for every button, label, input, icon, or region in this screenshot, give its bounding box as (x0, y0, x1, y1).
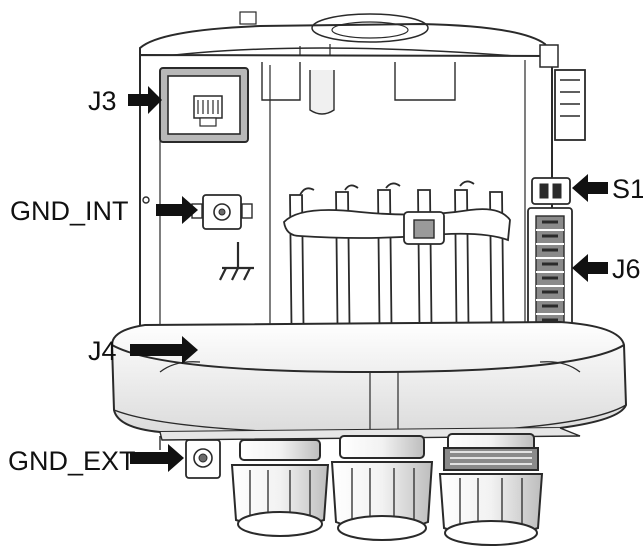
s1-switch (531, 177, 571, 205)
cable-gland-right (438, 433, 544, 546)
arrow-j4-icon (130, 336, 198, 364)
screw-hole (142, 196, 150, 204)
j3-connector (159, 67, 249, 143)
gnd-ext-terminal (159, 436, 221, 479)
arrow-j3-icon (128, 86, 162, 114)
base-ring (110, 320, 628, 441)
cable-gland-middle (330, 435, 434, 541)
arrow-gnd-int-icon (156, 196, 198, 224)
ground-symbol-icon (219, 242, 254, 281)
arrow-j6-icon (572, 254, 608, 282)
label-j3: J3 (88, 86, 117, 116)
label-j4: J4 (88, 336, 117, 366)
top-rim (139, 11, 553, 60)
label-gnd-int: GND_INT (10, 196, 129, 226)
label-j6: J6 (612, 254, 641, 284)
j6-terminal-strip (527, 207, 573, 339)
cable-gland-left (230, 439, 330, 537)
label-s1: S1 (612, 174, 643, 204)
label-gnd-ext: GND_EXT (8, 446, 136, 476)
gnd-int-terminal (191, 194, 253, 230)
arrow-s1-icon (572, 174, 608, 202)
arrow-gnd-ext-icon (130, 444, 184, 472)
